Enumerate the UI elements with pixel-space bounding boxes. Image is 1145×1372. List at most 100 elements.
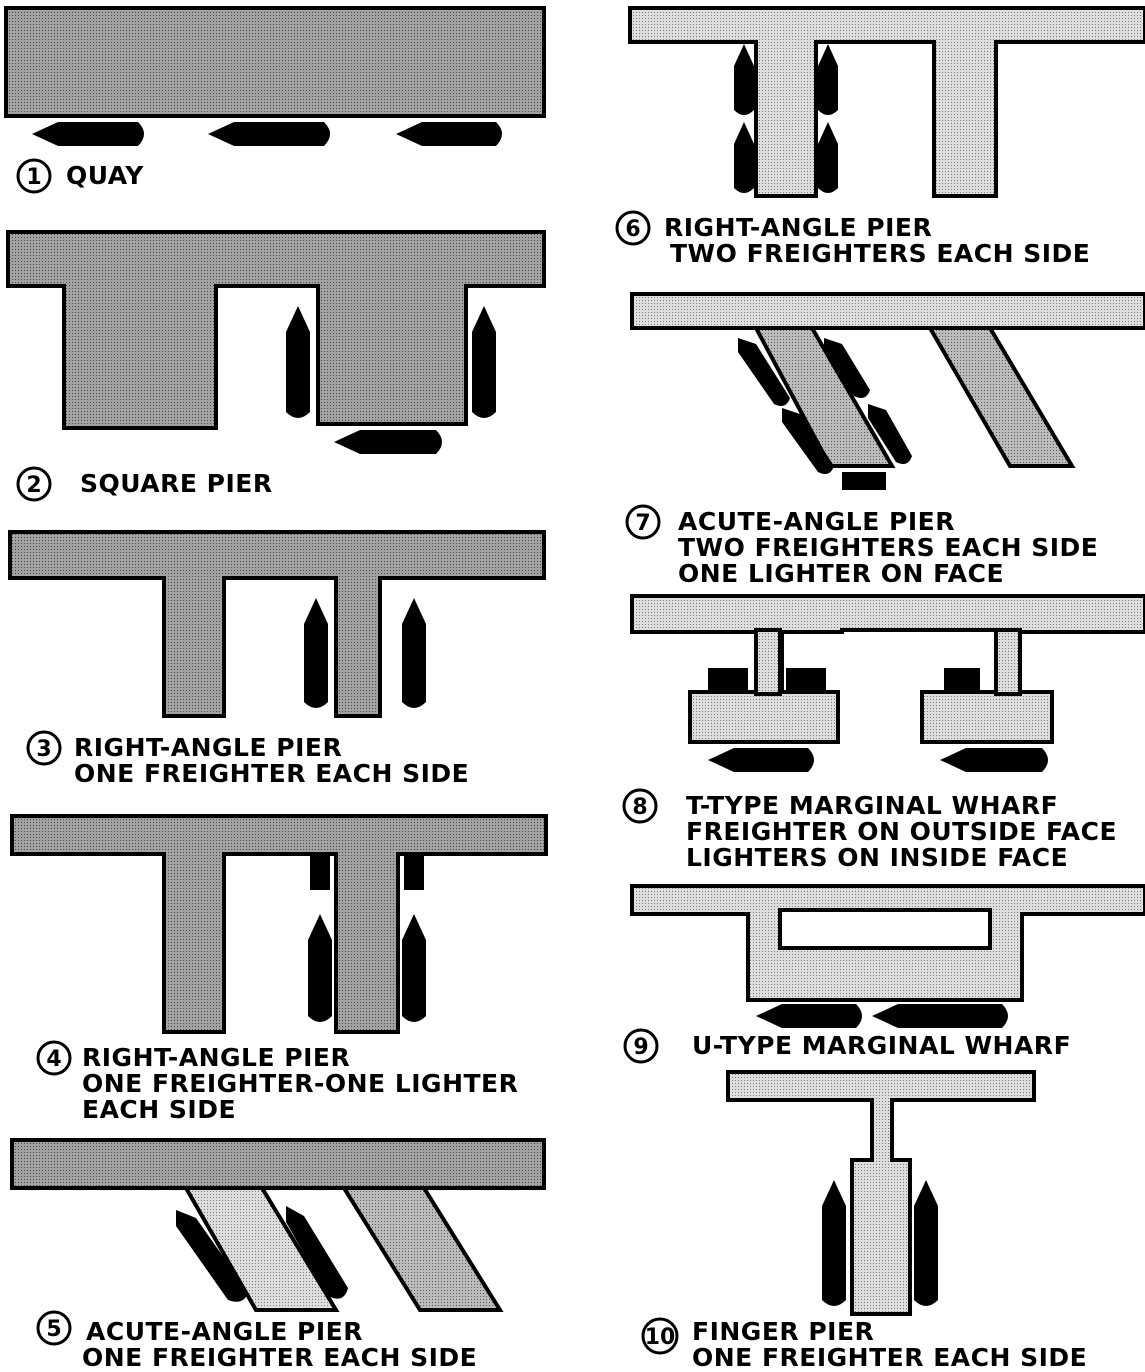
figure-number: 10	[645, 1325, 676, 1350]
caption-line: ONE LIGHTER ON FACE	[678, 559, 1004, 588]
caption-line: TWO FREIGHTERS EACH SIDE	[678, 533, 1098, 562]
figure-9-u-type-marginal-wharf: 9 U-TYPE MARGINAL WHARF	[623, 884, 1145, 1064]
figure-2-caption: 2 SQUARE PIER	[16, 466, 273, 502]
freighter	[176, 1210, 248, 1302]
caption-line: RIGHT-ANGLE PIER	[664, 213, 932, 242]
figure-number: 1	[26, 165, 41, 190]
caption-line: FINGER PIER	[692, 1317, 874, 1346]
figure-10-finger-pier: 10 FINGER PIER ONE FREIGHTER EACH SIDE	[641, 1070, 1087, 1372]
freighter	[308, 914, 332, 1022]
t-type-wharf-platform	[688, 690, 840, 744]
figure-2-square-pier: 2 SQUARE PIER	[6, 230, 546, 502]
acute-angle-pier-arm	[182, 1186, 340, 1312]
right-angle-pier-land	[8, 530, 546, 718]
caption-line: ONE FREIGHTER EACH SIDE	[82, 1343, 477, 1372]
figure-number: 8	[632, 795, 647, 820]
caption-line: RIGHT-ANGLE PIER	[82, 1043, 350, 1072]
freighter	[402, 914, 426, 1022]
figure-number: 6	[625, 217, 640, 242]
figure-1-quay: 1 QUAY	[4, 6, 546, 194]
t-type-wharf-stem	[754, 628, 782, 696]
figure-number-badge	[623, 1028, 659, 1064]
freighter	[824, 338, 870, 398]
square-pier-land	[6, 230, 546, 430]
freighter	[872, 1004, 1008, 1028]
lighter	[708, 668, 748, 690]
figure-number-badge	[615, 210, 651, 246]
caption-line: ACUTE-ANGLE PIER	[678, 507, 955, 536]
freighter	[914, 1180, 938, 1306]
figure-number-badge	[16, 466, 52, 502]
figure-5-caption: 5 ACUTE-ANGLE PIER ONE FREIGHTER EACH SI…	[36, 1310, 477, 1372]
lighter	[310, 856, 330, 890]
figure-number: 9	[633, 1035, 648, 1060]
figure-number-badge	[26, 730, 62, 766]
freighter	[818, 44, 838, 115]
freighter	[756, 1004, 862, 1028]
caption-line: ONE FREIGHTER-ONE LIGHTER	[82, 1069, 518, 1098]
acute-angle-pier-arm	[926, 326, 1076, 468]
figure-number-badge	[641, 1317, 679, 1355]
caption-line: EACH SIDE	[82, 1095, 236, 1124]
freighter	[402, 598, 426, 708]
freighter	[734, 44, 754, 115]
lighter	[786, 668, 826, 690]
freighter	[208, 122, 330, 146]
figure-4-right-angle-pier: 4 RIGHT-ANGLE PIER ONE FREIGHTER-ONE LIG…	[10, 814, 548, 1124]
figure-7-caption: 7 ACUTE-ANGLE PIER TWO FREIGHTERS EACH S…	[625, 504, 1098, 588]
freighter	[472, 306, 496, 418]
figure-number: 2	[26, 473, 41, 498]
figure-1-caption: 1 QUAY	[16, 158, 144, 194]
freighter	[940, 748, 1048, 772]
caption-line: RIGHT-ANGLE PIER	[74, 733, 342, 762]
finger-pier-land	[726, 1070, 1036, 1316]
figure-number: 5	[46, 1317, 61, 1342]
freighter	[304, 598, 328, 708]
figure-number-badge	[622, 788, 658, 824]
acute-angle-pier-arm	[752, 326, 896, 468]
figure-10-caption: 10 FINGER PIER ONE FREIGHTER EACH SIDE	[641, 1317, 1087, 1372]
freighter	[734, 122, 754, 193]
lighter	[944, 668, 980, 690]
caption-line: SQUARE PIER	[80, 469, 273, 498]
caption-line: ACUTE-ANGLE PIER	[86, 1317, 363, 1346]
caption-line: ONE FREIGHTER EACH SIDE	[74, 759, 469, 788]
t-type-wharf-platform	[920, 690, 1054, 744]
figure-number: 4	[46, 1047, 61, 1072]
u-type-wharf-land	[630, 884, 1145, 1002]
figure-3-right-angle-pier: 3 RIGHT-ANGLE PIER ONE FREIGHTER EACH SI…	[8, 530, 546, 788]
acute-angle-pier-arm	[340, 1186, 504, 1312]
figure-8-t-type-marginal-wharf: 8 T-TYPE MARGINAL WHARF FREIGHTER ON OUT…	[622, 594, 1145, 872]
right-angle-pier-land	[10, 814, 548, 1034]
freighter	[818, 122, 838, 193]
freighter	[286, 306, 310, 418]
figure-number: 3	[36, 737, 51, 762]
right-angle-pier-land	[628, 6, 1145, 198]
figure-number-badge	[36, 1040, 72, 1076]
t-type-wharf-stem	[994, 628, 1022, 696]
freighter	[32, 122, 144, 146]
freighter	[822, 1180, 846, 1306]
freighter	[396, 122, 502, 146]
freighter	[708, 748, 814, 772]
figure-number-badge	[625, 504, 661, 540]
figure-7-acute-angle-pier: 7 ACUTE-ANGLE PIER TWO FREIGHTERS EACH S…	[625, 292, 1145, 588]
freighter	[334, 430, 442, 454]
figure-5-acute-angle-pier: 5 ACUTE-ANGLE PIER ONE FREIGHTER EACH SI…	[10, 1138, 546, 1372]
freighter	[286, 1206, 348, 1299]
freighter	[868, 404, 912, 464]
caption-line: QUAY	[66, 161, 144, 190]
figure-6-right-angle-pier: 6 RIGHT-ANGLE PIER TWO FREIGHTERS EACH S…	[615, 6, 1145, 268]
freighter	[738, 338, 790, 406]
figure-number-badge	[36, 1310, 72, 1346]
caption-line: T-TYPE MARGINAL WHARF	[686, 791, 1058, 820]
caption-line: ONE FREIGHTER EACH SIDE	[692, 1343, 1087, 1372]
acute-angle-pier-shore	[630, 292, 1145, 330]
caption-line: LIGHTERS ON INSIDE FACE	[686, 843, 1068, 872]
caption-line: U-TYPE MARGINAL WHARF	[692, 1031, 1071, 1060]
figure-number-badge	[16, 158, 52, 194]
figure-number: 7	[635, 511, 650, 536]
caption-line: TWO FREIGHTERS EACH SIDE	[670, 239, 1090, 268]
acute-angle-pier-shore	[10, 1138, 546, 1190]
